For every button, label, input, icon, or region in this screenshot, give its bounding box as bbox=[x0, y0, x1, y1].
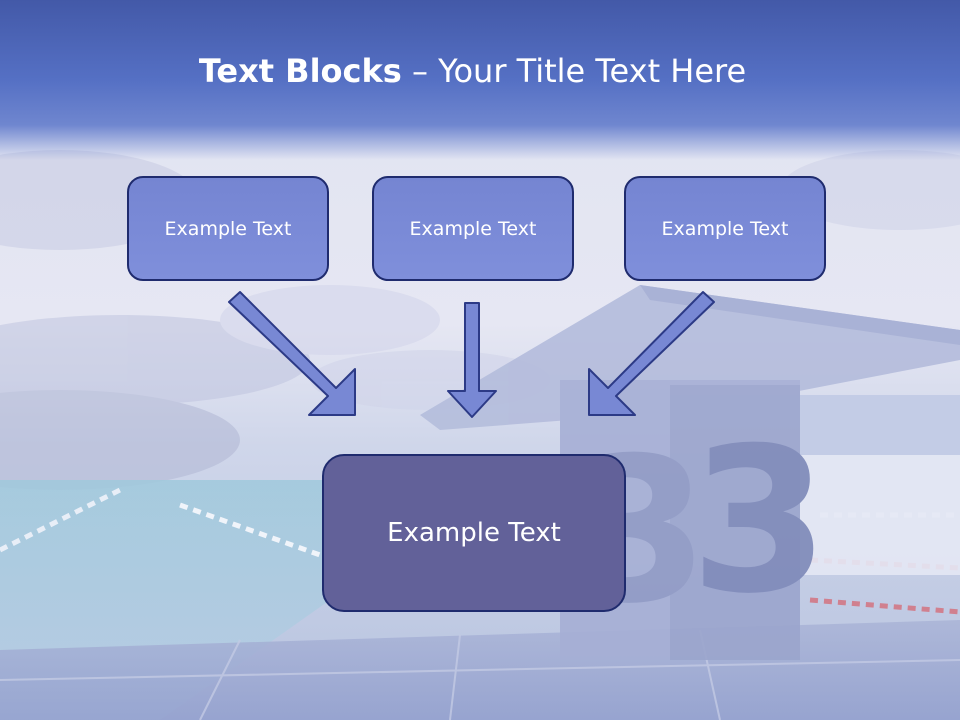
bleachers bbox=[800, 395, 960, 455]
title-regular-part: Your Title Text Here bbox=[438, 52, 747, 90]
title-separator: – bbox=[401, 52, 439, 90]
text-block-1[interactable]: Example Text bbox=[127, 176, 329, 281]
text-block-3-label: Example Text bbox=[661, 217, 789, 240]
text-block-2[interactable]: Example Text bbox=[372, 176, 574, 281]
title-bold-part: Text Blocks bbox=[198, 52, 402, 90]
text-block-1-label: Example Text bbox=[164, 217, 292, 240]
text-block-3[interactable]: Example Text bbox=[624, 176, 826, 281]
slide-title: Text Blocks – Your Title Text Here bbox=[0, 52, 945, 90]
deck-tile-lines bbox=[0, 629, 960, 720]
svg-text:3: 3 bbox=[690, 405, 829, 638]
arrow-center bbox=[447, 302, 497, 418]
title-bar bbox=[0, 0, 960, 160]
arrow-right bbox=[588, 291, 715, 416]
center-text-block[interactable]: Example Text bbox=[322, 454, 626, 612]
center-text-block-label: Example Text bbox=[387, 518, 561, 548]
text-block-2-label: Example Text bbox=[409, 217, 537, 240]
arrow-left bbox=[228, 291, 356, 416]
